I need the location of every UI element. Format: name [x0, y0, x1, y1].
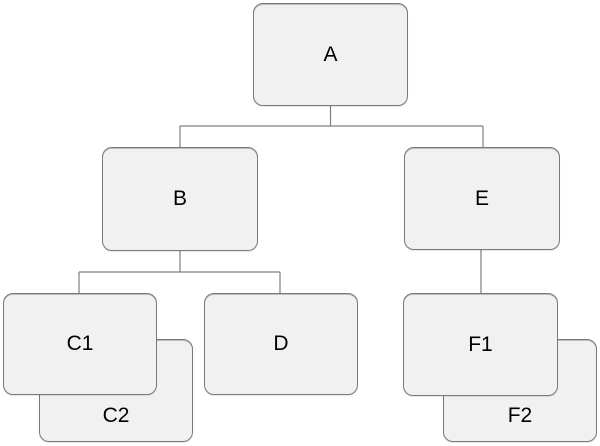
node-a-label: A: [323, 42, 338, 66]
node-f2-label: F2: [507, 404, 533, 427]
node-a: A: [253, 3, 408, 106]
node-e-label: E: [474, 186, 489, 210]
node-b-label: B: [172, 187, 187, 210]
node-c2-label: C2: [102, 404, 130, 427]
node-c1-label: C1: [66, 332, 94, 355]
node-f1-label: F1: [468, 332, 493, 356]
node-d: D: [204, 293, 358, 395]
connector-b-to-c1-d: [78, 251, 281, 294]
node-d-label: D: [273, 332, 289, 355]
node-e: E: [404, 147, 560, 250]
node-f1: F1: [403, 293, 558, 396]
node-b: B: [102, 147, 258, 251]
connector-a-to-b-e: [179, 106, 484, 148]
node-c1: C1: [3, 293, 157, 395]
